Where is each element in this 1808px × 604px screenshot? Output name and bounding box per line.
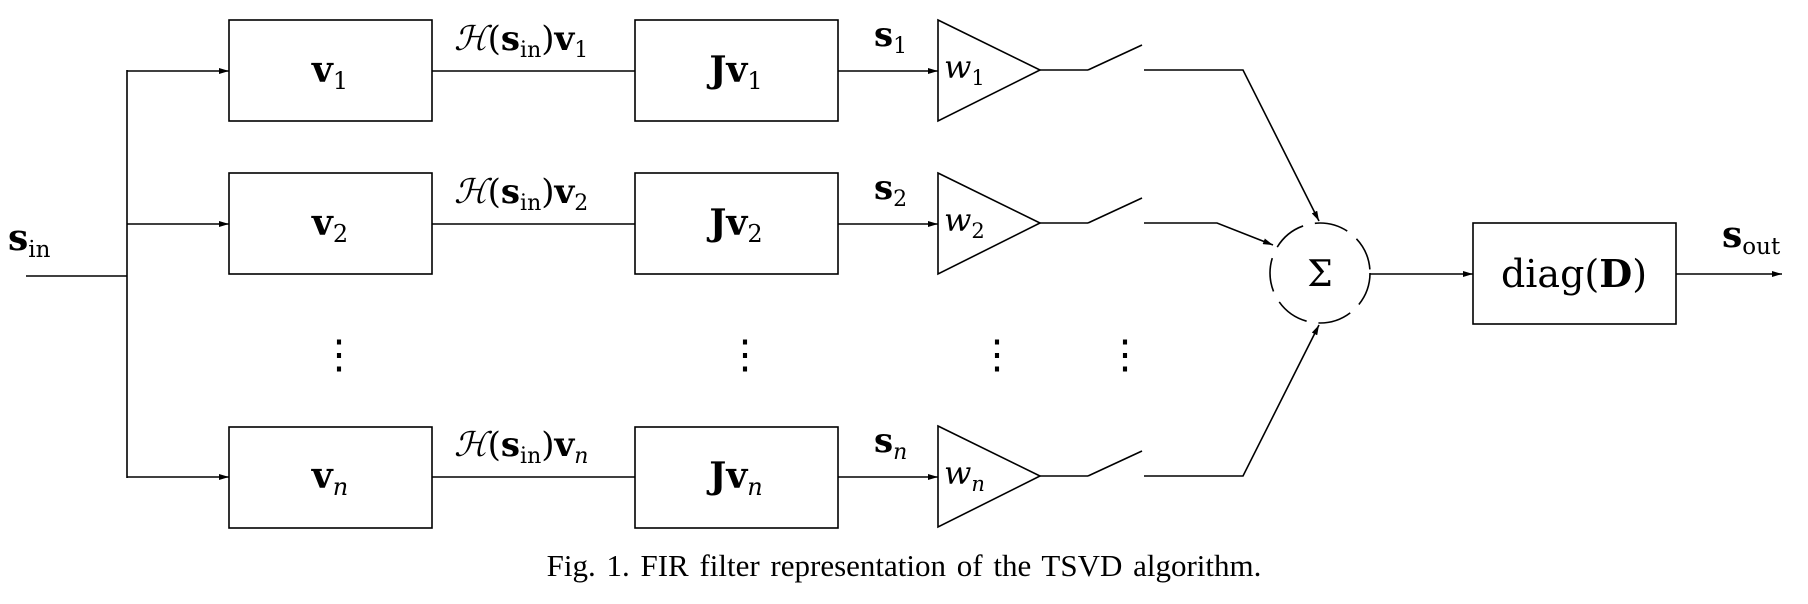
v1-label: v1 (311, 49, 348, 95)
wn-label: wn (944, 454, 985, 496)
vn-label: vn (311, 455, 348, 501)
h-label-2: ℋ(sin)v2 (454, 172, 588, 216)
tsvd-fir-diagram: sin sout v1 v2 vn ℋ(sin)v1 ℋ(sin)v2 ℋ(si… (8, 15, 1782, 529)
wn-triangle (937, 424, 1042, 529)
path-n-to-sum (1144, 324, 1320, 477)
dots-switch-column: ⋮ (1105, 332, 1145, 378)
switch-1-blade (1087, 44, 1143, 71)
jv2-label: Jv2 (706, 202, 762, 248)
w2-label: w2 (944, 201, 985, 243)
path-2-to-sum (1144, 222, 1274, 246)
v2-label: v2 (311, 202, 348, 248)
s2-label: s2 (874, 168, 907, 212)
sum-symbol: Σ (1307, 254, 1332, 295)
diag-label: diag(D) (1501, 251, 1647, 296)
dots-jv-column: ⋮ (725, 332, 765, 378)
s1-label: s1 (874, 15, 907, 59)
switch-n-blade (1087, 450, 1143, 477)
switch-2-blade (1087, 197, 1143, 224)
h-label-n: ℋ(sin)vn (454, 425, 588, 469)
jvn-label: Jvn (706, 455, 762, 501)
sn-label: sn (874, 421, 907, 465)
path-1-to-sum (1144, 69, 1320, 222)
figure-caption: Fig. 1. FIR filter representation of the… (546, 548, 1262, 583)
jv1-label: Jv1 (706, 49, 762, 95)
sum-node (1269, 222, 1371, 324)
input-label: sin (8, 217, 51, 263)
dots-v-column: ⋮ (319, 332, 359, 378)
output-label: sout (1722, 214, 1781, 260)
w1-label: w1 (944, 48, 985, 90)
w2-triangle (937, 171, 1042, 276)
dots-w-column: ⋮ (977, 332, 1017, 378)
w1-triangle (937, 18, 1042, 123)
h-label-1: ℋ(sin)v1 (454, 19, 588, 63)
